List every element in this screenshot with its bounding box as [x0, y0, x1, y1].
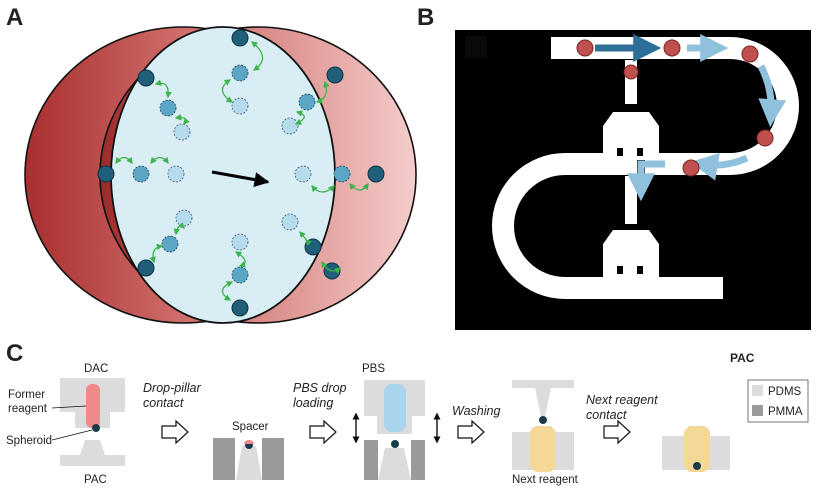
label-dac: DAC — [84, 363, 108, 375]
label-former-1: Former — [8, 389, 45, 401]
green-arrows — [115, 41, 369, 301]
panel-label-b: B — [417, 4, 435, 31]
step-1-line1: Drop-pillar — [143, 381, 201, 395]
label-pbs: PBS — [362, 363, 385, 375]
label-pac-bottom: PAC — [84, 474, 107, 486]
dark-cells — [97, 29, 385, 317]
flow-arrow-4 — [627, 160, 665, 202]
step-2-line1: PBS drop — [293, 381, 347, 395]
step-1-arrow — [161, 419, 189, 445]
legend-swatch-pdms — [752, 385, 763, 396]
label-spacer: Spacer — [232, 421, 269, 433]
label-spheroid: Spheroid — [6, 435, 52, 447]
step-2-line2: loading — [293, 396, 333, 410]
step-1-line2: contact — [143, 396, 184, 410]
step-3-arrow — [457, 419, 485, 445]
step-3-line1: Washing — [452, 404, 500, 418]
label-former-2: reagent — [8, 403, 48, 415]
stage-2 — [213, 438, 284, 480]
step-4-arrow — [603, 419, 631, 445]
former-reagent-drop — [86, 384, 100, 428]
label-next-reagent: Next reagent — [512, 474, 579, 486]
label-pac-top: PAC — [730, 351, 755, 365]
panel-c-workflow: DAC PAC Former reagent Spheroid Drop-pil… — [6, 351, 809, 486]
panel-a-drum-diagram — [24, 26, 417, 324]
material-legend: PDMS PMMA — [747, 379, 809, 423]
legend-pdms: PDMS — [768, 386, 802, 398]
scale-bar-label: 500 μm — [739, 295, 779, 309]
flow-arrow-2 — [757, 64, 787, 128]
stage-1 — [60, 378, 125, 466]
legend-swatch-pmma — [752, 405, 763, 416]
spheroid-cell — [92, 424, 100, 432]
light-cells — [167, 97, 312, 251]
panel-label-c: C — [6, 340, 24, 367]
trap-holes — [617, 148, 643, 274]
flow-arrow-3 — [689, 152, 749, 181]
panel-b-microchannel-image: 500 μm — [455, 30, 811, 330]
step-4-line1: Next reagent — [586, 393, 658, 407]
legend-pmma: PMMA — [768, 406, 803, 418]
step-2-arrow — [309, 419, 337, 445]
stage-4 — [512, 380, 574, 472]
mid-cells — [132, 64, 351, 284]
spheroids — [576, 39, 774, 177]
stage-3 — [364, 380, 425, 480]
panel-label-a: A — [6, 4, 24, 31]
step-4-line2: contact — [586, 408, 627, 422]
direction-arrow — [211, 170, 270, 188]
stage-5 — [662, 426, 730, 472]
